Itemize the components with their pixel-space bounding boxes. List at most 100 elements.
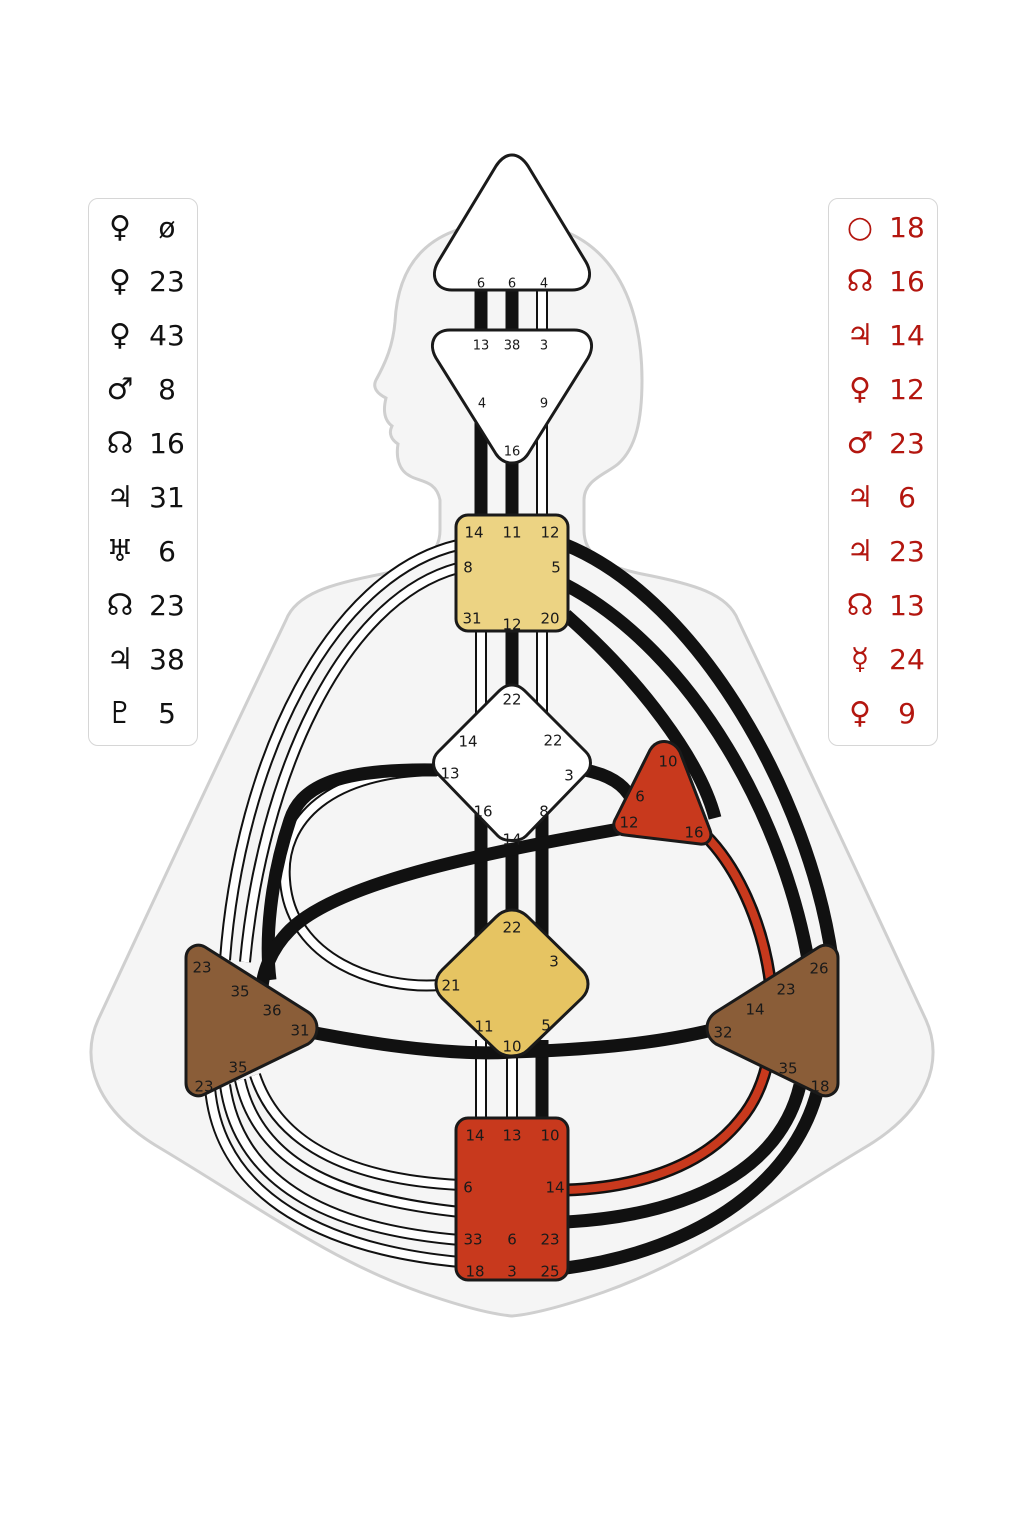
sacral-gate-label: 22 <box>502 919 521 937</box>
right-planet-gate-number: 13 <box>889 589 925 622</box>
channels-layer <box>204 288 839 1275</box>
root-gate-label: 10 <box>540 1127 559 1145</box>
heart-center <box>612 740 713 846</box>
sun-circle-icon: ○ <box>846 210 874 245</box>
ch-solar-root-2 <box>565 1083 807 1229</box>
throat-gate-label: 8 <box>463 559 473 577</box>
venus-icon: ♀ <box>849 696 871 731</box>
north-node-icon: ☊ <box>106 426 134 461</box>
centers-layer <box>184 153 840 1282</box>
ajna-gate-label: 13 <box>473 339 490 354</box>
right-planet-row: ♃ 14 <box>829 309 937 363</box>
sacral-gate-label: 3 <box>549 953 559 971</box>
heart-gate-label: 6 <box>635 788 645 806</box>
left-planet-row: ♀23 <box>89 255 197 309</box>
left-planet-row: ♃31 <box>89 471 197 525</box>
right-planet-row: ♃23 <box>829 525 937 579</box>
ch-heart-spleen <box>255 821 627 991</box>
spleen-gate-label: 23 <box>192 959 211 977</box>
venus-icon: ♀ <box>109 318 131 353</box>
g-gate-label: 3 <box>564 767 574 785</box>
left-planet-row: ☊ 23 <box>89 579 197 633</box>
solar-gate-label: 26 <box>809 960 828 978</box>
right-planet-gate-number: 18 <box>889 211 925 244</box>
ch-spleen-root-2 <box>219 1084 461 1246</box>
root-gate-label: 6 <box>463 1179 473 1197</box>
uranus-icon: ♅ <box>106 534 134 569</box>
right-planet-row: ☊ 13 <box>829 579 937 633</box>
left-planet-gate-number: 38 <box>149 643 185 676</box>
g-gate-label: 13 <box>440 765 459 783</box>
right-planet-row: ♀9 <box>829 687 937 741</box>
heart-gate-label: 10 <box>658 753 677 771</box>
spleen-gate-label: 35 <box>230 983 249 1001</box>
left-planet-gate-number: 6 <box>158 535 176 568</box>
root-gate-label: 23 <box>540 1231 559 1249</box>
sacral-gate-label: 5 <box>541 1017 551 1035</box>
ajna-center <box>431 328 593 465</box>
ch-throat-spleen-2 <box>239 562 460 963</box>
right-planet-row: ☊16 <box>829 255 937 309</box>
sacral-gate-label: 11 <box>474 1018 493 1036</box>
venus-icon: ♀ <box>109 264 131 299</box>
throat-gate-label: 31 <box>462 610 481 628</box>
ajna-gate-label: 16 <box>504 445 521 460</box>
left-planet-gate-number: 23 <box>149 589 185 622</box>
right-planet-row: ○ 18 <box>829 201 937 255</box>
left-planet-gate-number: ø <box>158 211 176 244</box>
throat-gate-label: 12 <box>502 616 521 634</box>
spleen-gate-label: 36 <box>262 1002 281 1020</box>
left-planet-row: ♂8 <box>89 363 197 417</box>
solar-gate-label: 35 <box>778 1060 797 1078</box>
g-gate-label: 16 <box>473 803 492 821</box>
right-planet-row: ♀12 <box>829 363 937 417</box>
ch-solar-root-1 <box>565 1078 827 1275</box>
root-gate-label: 33 <box>463 1231 482 1249</box>
ch-spleen-root-4 <box>249 1073 461 1191</box>
sacral-gate-label: 10 <box>502 1038 521 1056</box>
root-gate-label: 25 <box>540 1263 559 1281</box>
throat-gate-label: 5 <box>551 559 561 577</box>
throat-gate-label: 11 <box>502 524 521 542</box>
root-gate-label: 3 <box>507 1263 517 1281</box>
left-planet-row: ♅6 <box>89 525 197 579</box>
mercury-icon: ☿ <box>850 642 870 677</box>
root-gate-label: 14 <box>465 1127 484 1145</box>
jupiter-icon: ♃ <box>846 318 874 353</box>
personality-planets-panel: ○18☊16♃14♀12♂23♃6♃23☊13☿24♀9 <box>828 198 938 746</box>
head-center <box>433 153 591 292</box>
spleen-gate-label: 23 <box>194 1078 213 1096</box>
left-planet-gate-number: 31 <box>149 481 185 514</box>
design-planets-panel: ♀ø♀23♀43♂8☊16♃31♅6☊23♃38♇5 <box>88 198 198 746</box>
right-planet-gate-number: 23 <box>889 427 925 460</box>
mars-icon: ♂ <box>846 426 874 461</box>
g-gate-label: 14 <box>502 831 521 849</box>
sacral-center <box>434 908 590 1058</box>
ch-spleen-root-1 <box>204 1087 461 1268</box>
heart-gate-label: 16 <box>684 824 703 842</box>
north-node-icon: ☊ <box>106 588 134 623</box>
solar-gate-label: 32 <box>713 1024 732 1042</box>
ch-spleen-root-3 <box>234 1078 461 1218</box>
g-center <box>432 683 592 842</box>
solar-gate-label: 14 <box>745 1001 764 1019</box>
left-planet-gate-number: 43 <box>149 319 185 352</box>
throat-gate-label: 20 <box>540 610 559 628</box>
right-planet-gate-number: 6 <box>898 481 916 514</box>
north-node-icon: ☊ <box>846 588 874 623</box>
right-planet-gate-number: 14 <box>889 319 925 352</box>
solar-gate-label: 23 <box>776 981 795 999</box>
jupiter-icon: ♃ <box>846 480 874 515</box>
right-planet-row: ♃6 <box>829 471 937 525</box>
ajna-gate-label: 3 <box>540 339 548 354</box>
spleen-center <box>184 943 319 1098</box>
throat-center <box>454 513 570 633</box>
heart-gate-label: 12 <box>619 814 638 832</box>
right-planet-gate-number: 16 <box>889 265 925 298</box>
ch-throat-solar-2 <box>562 579 819 986</box>
venus-icon: ♀ <box>109 210 131 245</box>
jupiter-icon: ♃ <box>106 642 134 677</box>
sacral-gate-label: 21 <box>441 977 460 995</box>
